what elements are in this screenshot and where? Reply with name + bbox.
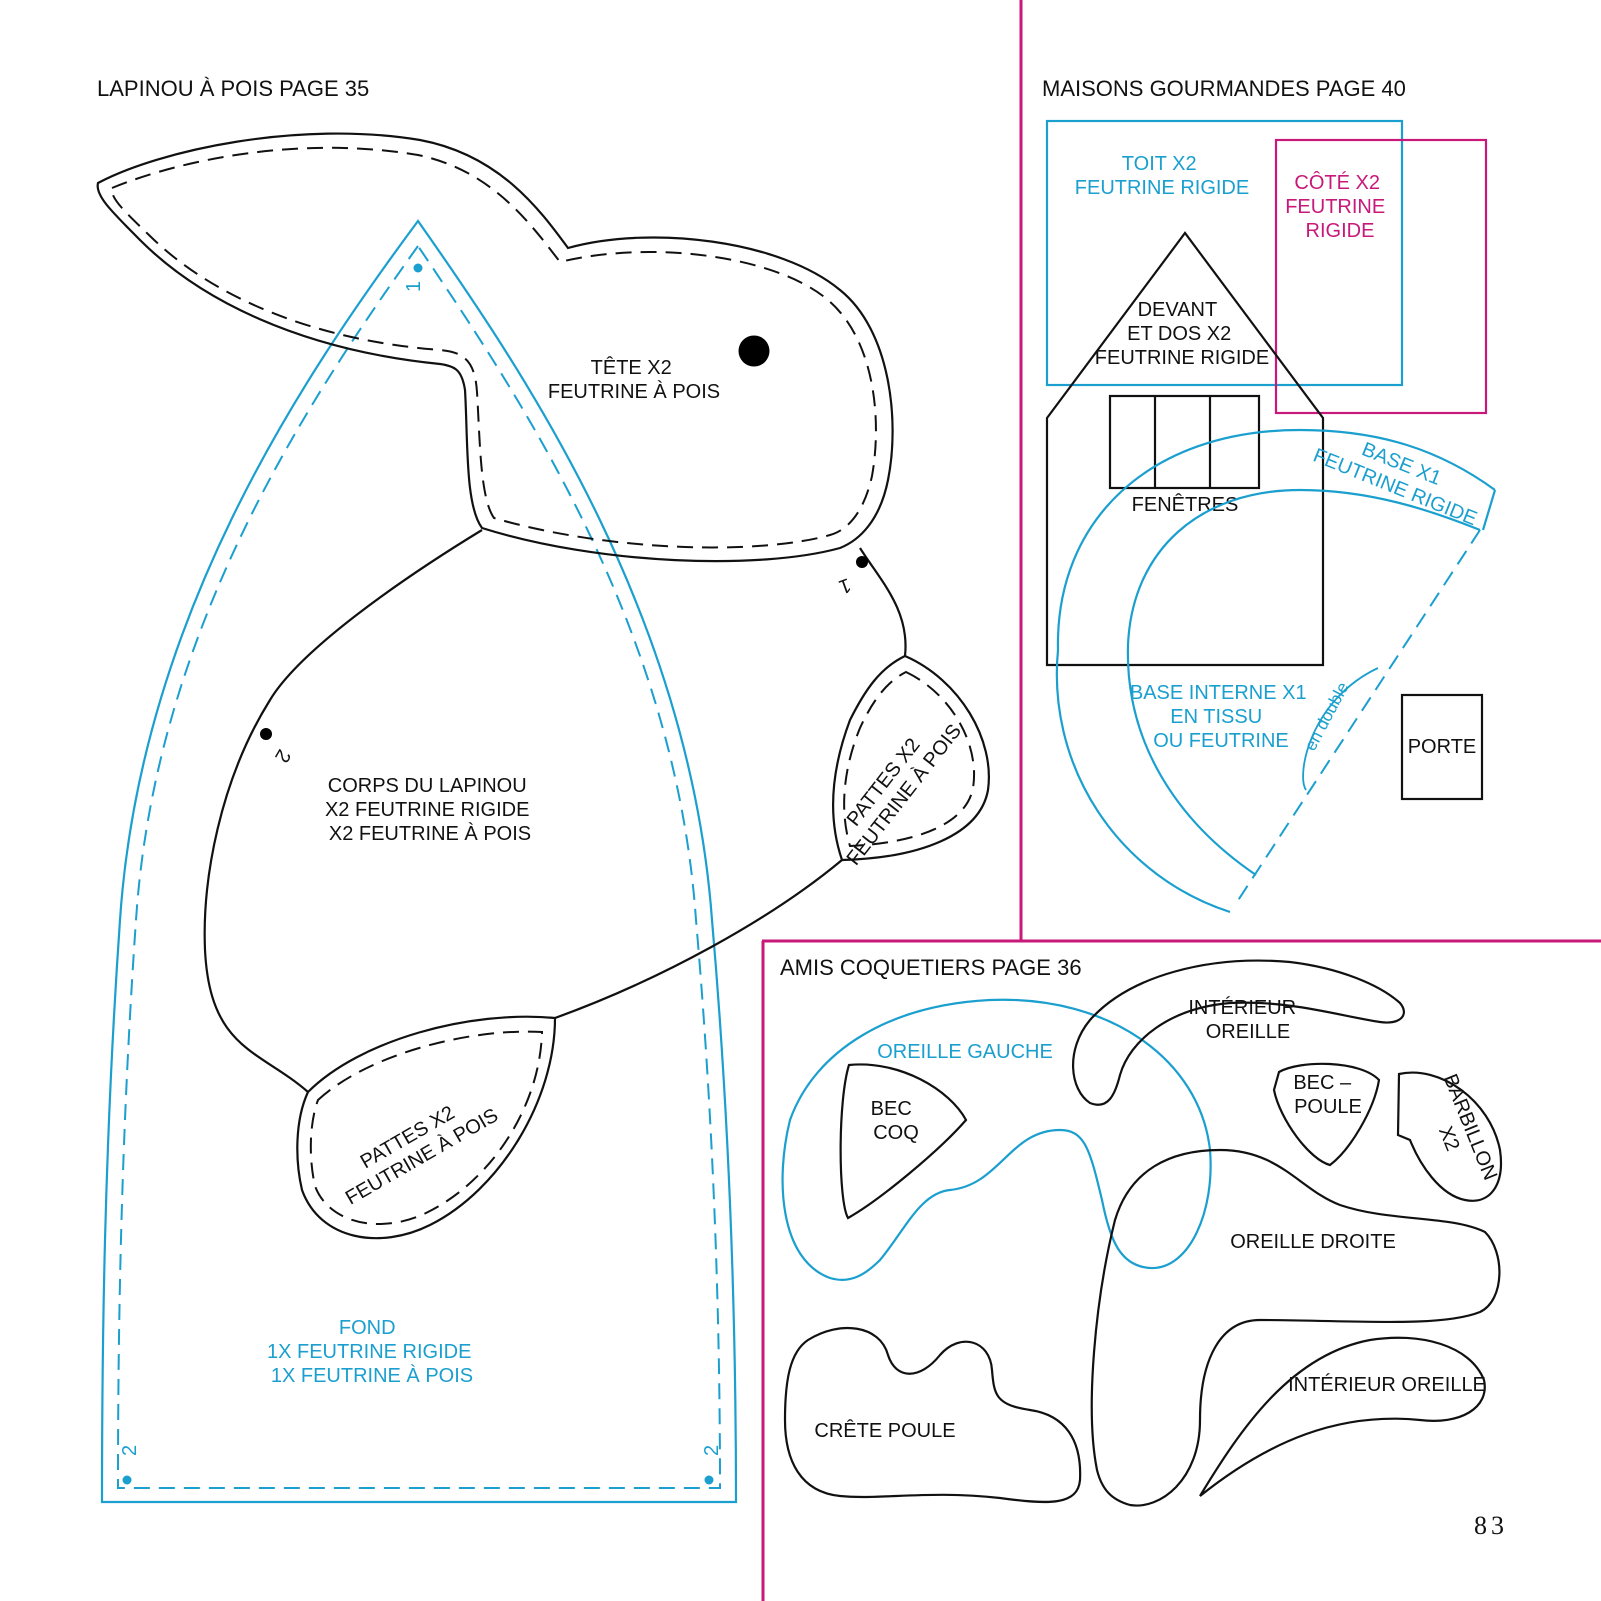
coquetiers-section: AMIS COQUETIERS PAGE 36 OREILLE GAUCHE I…	[780, 955, 1503, 1507]
bec-poule-label: BEC – POULE	[1293, 1072, 1362, 1118]
pattes-left-cut-line	[296, 1015, 557, 1240]
toit-piece	[1045, 119, 1404, 387]
tete-label: TÊTE X2 FEUTRINE À POIS	[548, 356, 720, 403]
bec-coq-piece	[839, 1063, 968, 1220]
pattes-right-cut-line	[832, 654, 990, 862]
corps-mark-1: 1	[836, 573, 854, 597]
crete-poule-piece	[783, 1326, 1082, 1504]
interieur-oreille-bottom-piece	[1199, 1336, 1486, 1497]
corps-mark-dot-1	[856, 556, 868, 568]
fond-cut-line	[100, 219, 738, 1504]
corps-label: CORPS DU LAPINOU X2 FEUTRINE RIGIDE X2 F…	[325, 775, 535, 845]
devant-piece	[1045, 231, 1325, 667]
fond-seam-line	[116, 244, 722, 1489]
pattes-right-label: PATTES X2 FEUTRINE À POIS	[824, 706, 966, 870]
bec-coq-label: BEC COQ	[871, 1098, 919, 1144]
oreille-droite-piece	[1090, 1148, 1501, 1507]
fond-mark-1-top: 1	[403, 281, 425, 292]
pattes-right-piece: PATTES X2 FEUTRINE À POIS	[824, 654, 990, 870]
maisons-title: MAISONS GOURMANDES PAGE 40	[1042, 76, 1406, 101]
base-right-edge	[1481, 489, 1497, 531]
tete-cut-line	[96, 132, 894, 563]
cote-piece	[1274, 138, 1488, 415]
fond-mark-dot-left	[122, 1475, 132, 1485]
toit-label: TOIT X2 FEUTRINE RIGIDE	[1075, 153, 1249, 199]
devant-label: DEVANT ET DOS X2 FEUTRINE RIGIDE	[1095, 299, 1269, 369]
eye-icon	[738, 335, 770, 367]
crete-poule-label: CRÊTE POULE	[814, 1419, 955, 1442]
barbillon-label: BARBILLON X2	[1416, 1071, 1503, 1197]
fenetres-frame	[1108, 394, 1261, 490]
cote-label: CÔTÉ X2 FEUTRINE RIGIDE	[1285, 171, 1391, 242]
interieur-oreille-top-piece	[1071, 959, 1405, 1106]
fond-label: FOND 1X FEUTRINE RIGIDE 1X FEUTRINE À PO…	[267, 1317, 477, 1387]
lapinou-section: LAPINOU À POIS PAGE 35 1 2 2 FOND 1X FEU…	[96, 76, 990, 1504]
corps-mark-dot-2	[260, 728, 272, 740]
porte-label: PORTE	[1408, 736, 1477, 758]
corps-cut-line	[203, 529, 907, 1093]
oreille-gauche-label: OREILLE GAUCHE	[877, 1041, 1053, 1063]
fenetres-label: FENÊTRES	[1132, 493, 1239, 516]
bec-poule-piece	[1272, 1062, 1381, 1167]
interieur-oreille-bottom-label: INTÉRIEUR OREILLE	[1288, 1373, 1486, 1396]
pattes-left-seam-line	[309, 1030, 544, 1225]
base-fold-line	[1234, 529, 1481, 906]
corps-mark-2: 2	[270, 746, 295, 767]
corps-piece: 1 2 CORPS DU LAPINOU X2 FEUTRINE RIGIDE …	[203, 529, 907, 1093]
base-interne-label: BASE INTERNE X1 EN TISSU OU FEUTRINE	[1130, 682, 1312, 752]
interieur-oreille-top-label: INTÉRIEUR OREILLE	[1188, 996, 1301, 1043]
fond-mark-dot-right	[704, 1475, 714, 1485]
fenetres-piece	[1108, 394, 1261, 490]
base-outer-arc	[1055, 428, 1496, 914]
fond-piece: 1 2 2 FOND 1X FEUTRINE RIGIDE 1X FEUTRIN…	[100, 219, 738, 1504]
fond-mark-dot-top	[413, 263, 423, 273]
fond-mark-2-right: 2	[701, 1445, 723, 1456]
base-label: BASE X1 FEUTRINE RIGIDE	[1310, 422, 1489, 530]
barbillon-piece	[1396, 1071, 1503, 1202]
lapinou-title: LAPINOU À POIS PAGE 35	[97, 76, 369, 101]
fond-mark-2-left: 2	[119, 1445, 141, 1456]
oreille-gauche-piece	[781, 998, 1212, 1281]
tete-piece: TÊTE X2 FEUTRINE À POIS	[96, 132, 894, 563]
page-number: 83	[1474, 1511, 1508, 1540]
tete-seam-line	[110, 146, 877, 549]
coquetiers-title: AMIS COQUETIERS PAGE 36	[780, 955, 1082, 980]
maisons-section: MAISONS GOURMANDES PAGE 40 TOIT X2 FEUTR…	[1042, 76, 1497, 914]
oreille-droite-label: OREILLE DROITE	[1230, 1231, 1396, 1253]
porte-piece	[1400, 693, 1484, 801]
pattes-left-piece: PATTES X2 FEUTRINE À POIS	[296, 1015, 557, 1240]
base-piece: BASE X1 FEUTRINE RIGIDE BASE INTERNE X1 …	[1055, 422, 1497, 914]
base-inner-arc	[1126, 488, 1481, 876]
en-double-arrow-icon	[1302, 667, 1379, 791]
